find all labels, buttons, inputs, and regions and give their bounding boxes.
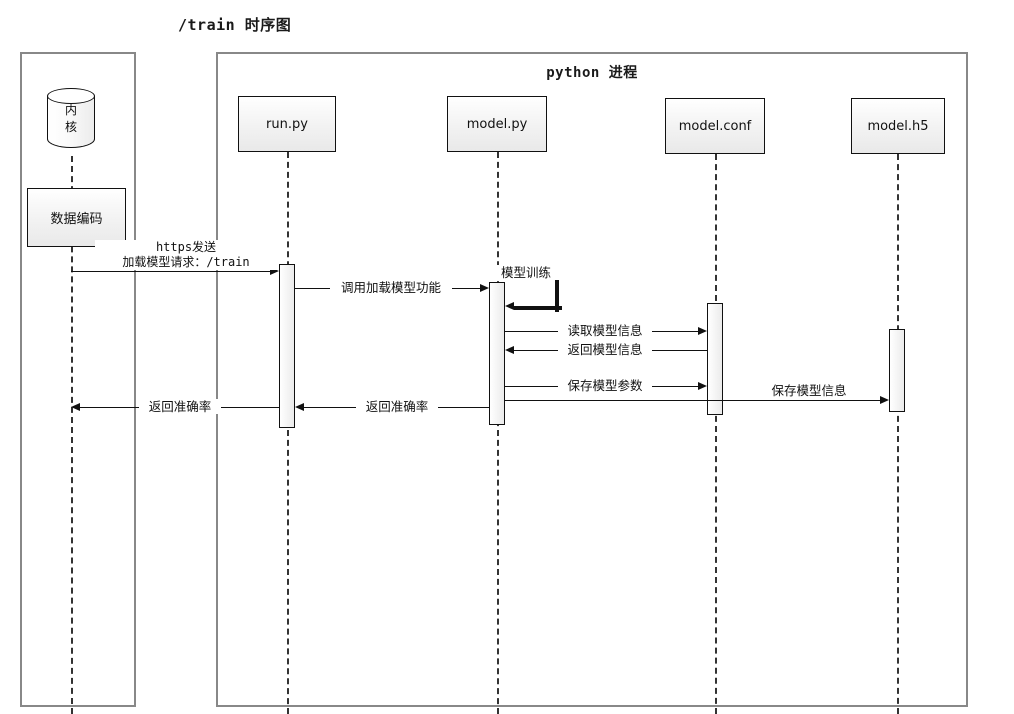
message-label-m8: 返回准确率: [356, 399, 438, 414]
kernel-actor: 内 核: [47, 88, 95, 156]
self-loop-bottom-m3: [514, 306, 562, 310]
kernel-group-frame: [20, 52, 136, 707]
activation-model-py: [489, 282, 505, 425]
participant-model-conf[interactable]: model.conf: [665, 98, 765, 154]
message-arrowhead-m5: [505, 345, 514, 354]
python-process-frame: [216, 52, 968, 707]
kernel-actor-label-line2: 核: [64, 120, 77, 134]
message-arrowhead-m4: [698, 326, 707, 335]
message-arrowhead-m7: [880, 395, 889, 404]
lifeline-model-py: [497, 152, 499, 714]
activation-run-py: [279, 264, 295, 428]
participant-model-py[interactable]: model.py: [447, 96, 547, 152]
activation-model-h5: [889, 329, 905, 412]
cylinder-body-icon: [47, 96, 95, 148]
message-label-m1-line1: https发送: [155, 240, 217, 254]
message-label-m4: 读取模型信息: [558, 323, 652, 338]
message-label-m3: 模型训练: [487, 265, 565, 280]
message-label-m2: 调用加载模型功能: [330, 280, 452, 295]
message-arrowhead-m9: [71, 402, 80, 411]
lifeline-run-py: [287, 152, 289, 714]
message-label-m7: 保存模型信息: [762, 383, 856, 398]
message-arrowhead-m2: [480, 283, 489, 292]
participant-model-h5[interactable]: model.h5: [851, 98, 945, 154]
message-line-m7: [505, 400, 880, 401]
message-label-m9: 返回准确率: [139, 399, 221, 414]
lifeline-model-h5: [897, 154, 899, 714]
message-arrowhead-m8: [295, 402, 304, 411]
message-label-m6: 保存模型参数: [558, 378, 652, 393]
participant-run-py[interactable]: run.py: [238, 96, 336, 152]
message-label-m1: https发送 加载模型请求：/train: [95, 240, 277, 270]
message-label-m5: 返回模型信息: [558, 342, 652, 357]
lifeline-kernel: [71, 156, 73, 714]
message-arrowhead-m6: [698, 381, 707, 390]
message-arrowhead-m1: [270, 266, 279, 275]
kernel-encode-box: 数据编码: [27, 188, 126, 247]
kernel-actor-label-line1: 内: [64, 103, 77, 117]
python-process-label: python 进程: [546, 65, 638, 81]
lifeline-model-conf: [715, 154, 717, 714]
activation-model-conf: [707, 303, 723, 415]
diagram-title: /train 时序图: [178, 16, 292, 34]
cylinder-top-icon: [47, 88, 95, 104]
self-loop-arrowhead-m3: [505, 301, 514, 310]
message-label-m1-line2: 加载模型请求：/train: [122, 255, 250, 269]
message-line-m1: [71, 271, 270, 272]
kernel-actor-label: 内 核: [47, 102, 95, 136]
